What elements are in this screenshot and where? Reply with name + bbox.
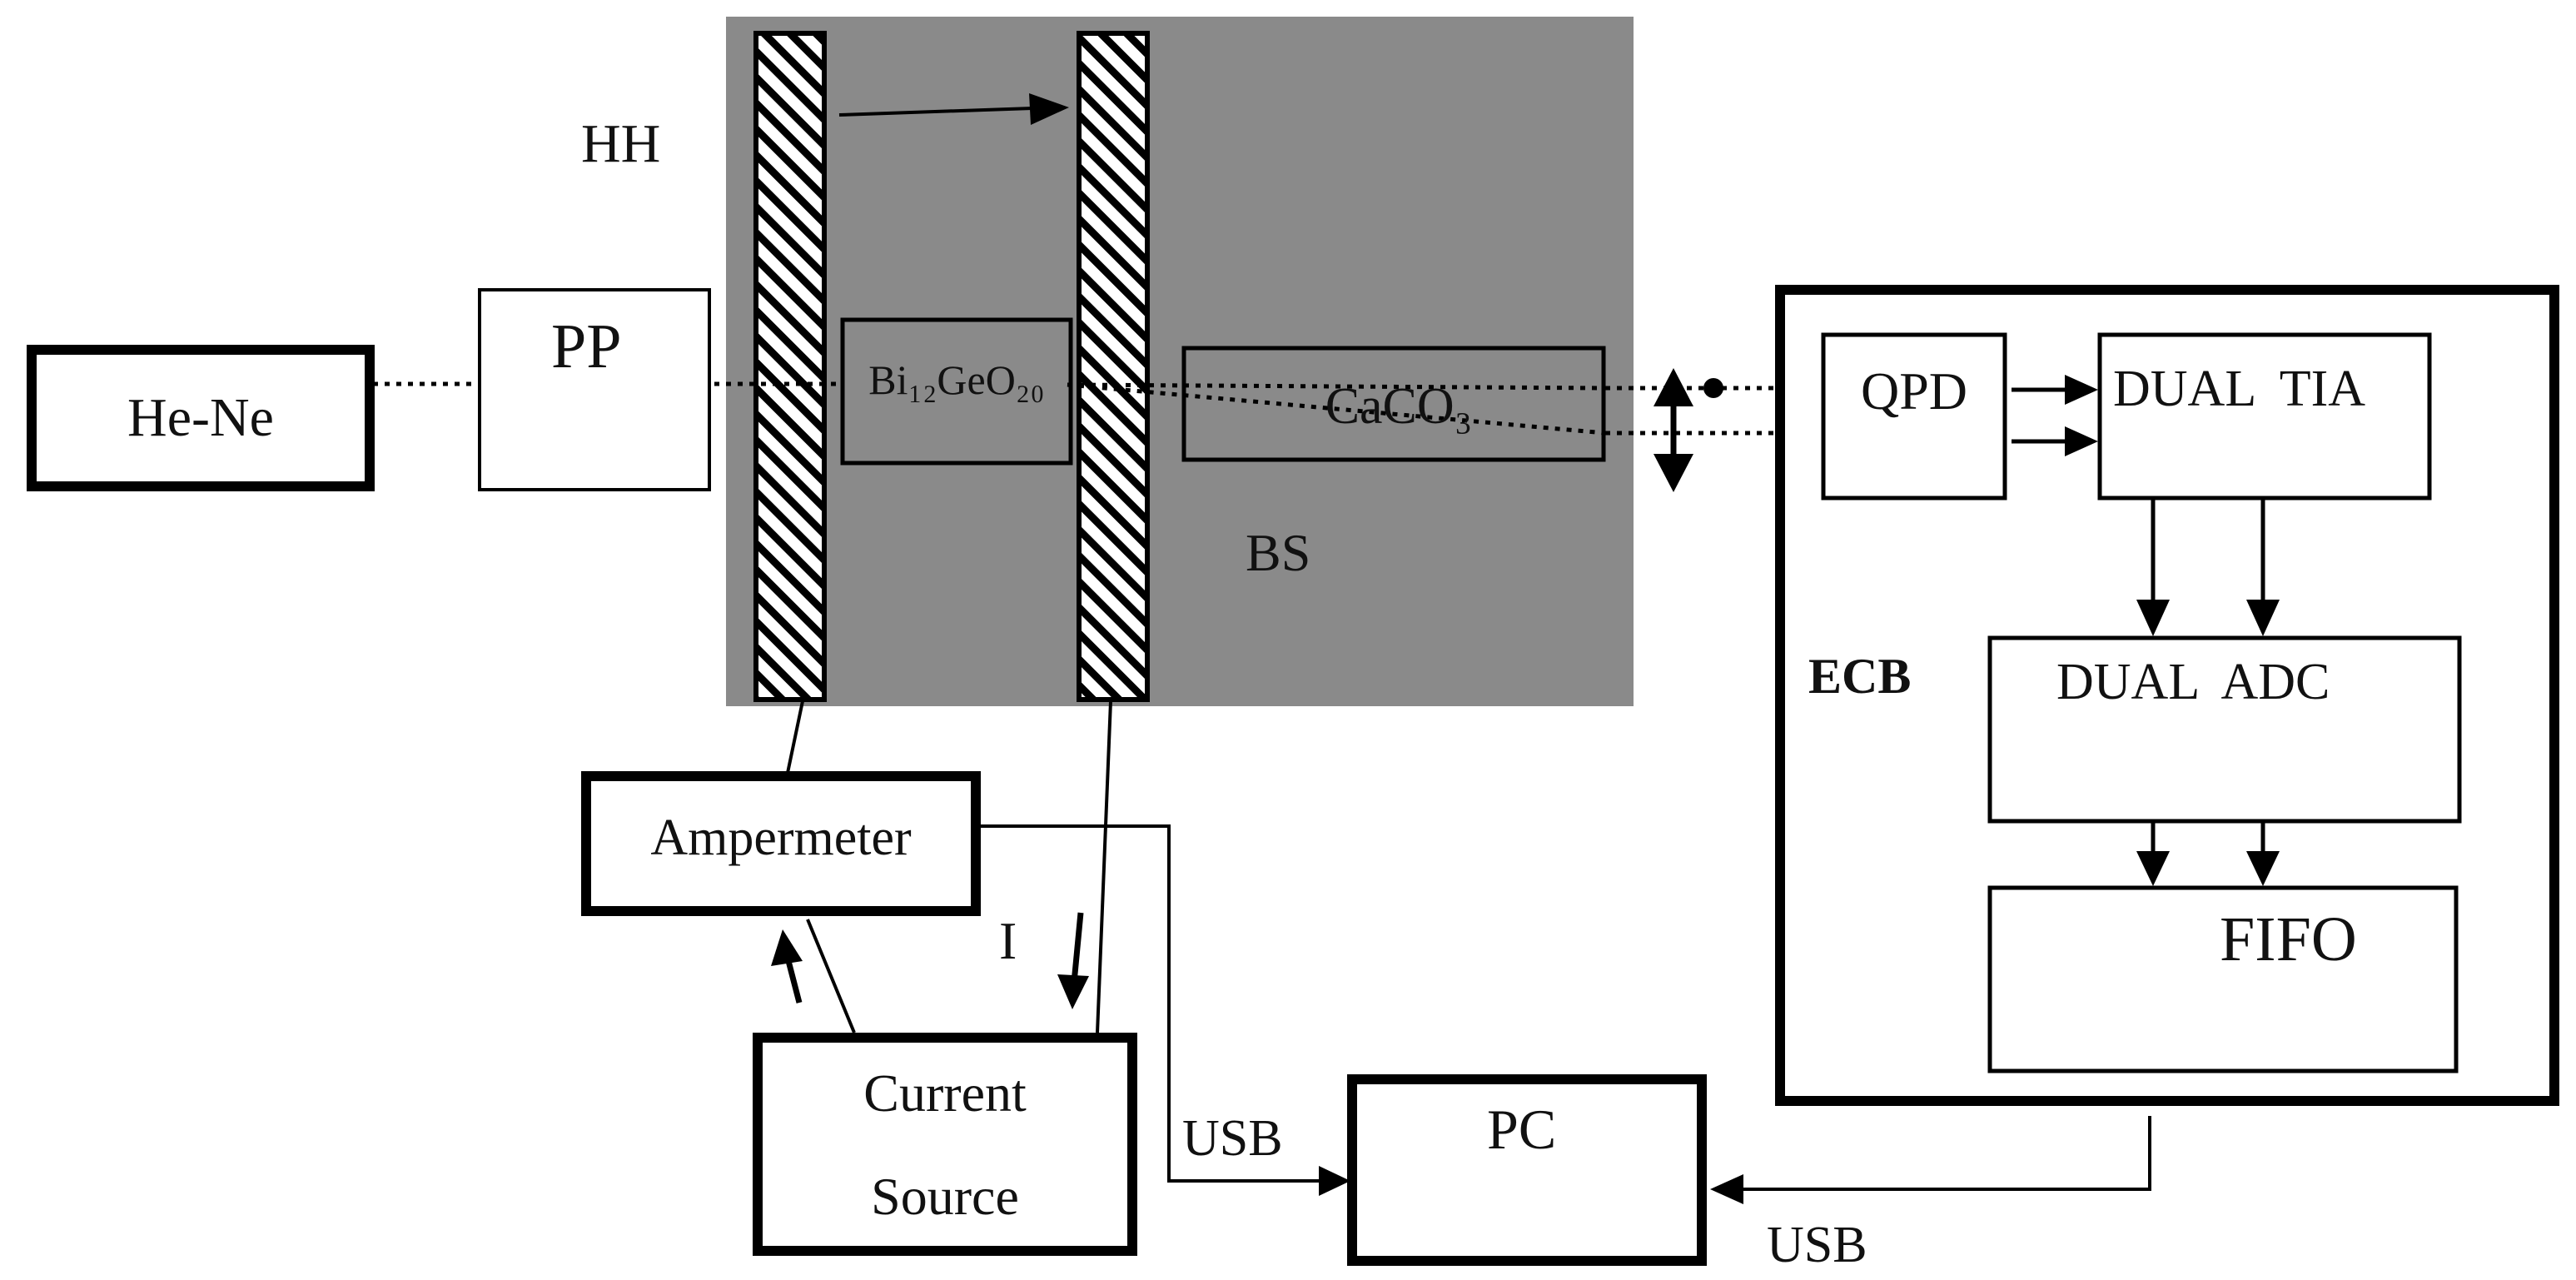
usb-arrowhead-right [1710,1174,1743,1204]
field-arrow [838,93,1069,125]
pc-box [1347,1074,1707,1266]
right-electrode [1077,31,1150,702]
wires [786,700,2151,1191]
laser-box [27,345,375,491]
qpd-tia-arrowhead-bottom [2065,426,2098,456]
current-arrow [1057,912,1089,1009]
left-electrode [753,31,827,702]
qpd-box [1821,332,2007,501]
separation-arrow [1654,368,1693,492]
current-source-box [753,1033,1137,1256]
adc-box [1987,635,2462,824]
qpd-tia-arrowhead-top [2065,375,2098,405]
calcite-box [1181,346,1606,462]
tia-box [2097,332,2432,501]
usb-arrowhead-left [1319,1166,1350,1196]
adc-fifo-arrowhead-left [2136,851,2170,886]
ampermeter-box [581,771,981,916]
crystal-box [840,317,1073,466]
stage-region [726,17,1634,706]
fifo-box [1987,885,2459,1073]
return-arrow [771,929,803,1004]
tia-adc-arrowhead-right [2246,600,2280,636]
tia-adc-arrows [2151,498,2265,606]
adc-fifo-arrowhead-right [2246,851,2280,886]
tia-adc-arrowhead-left [2136,600,2170,636]
qpd-tia-arrows [2012,387,2071,444]
polarizer-box [478,288,711,491]
beam-dot [1703,378,1723,398]
